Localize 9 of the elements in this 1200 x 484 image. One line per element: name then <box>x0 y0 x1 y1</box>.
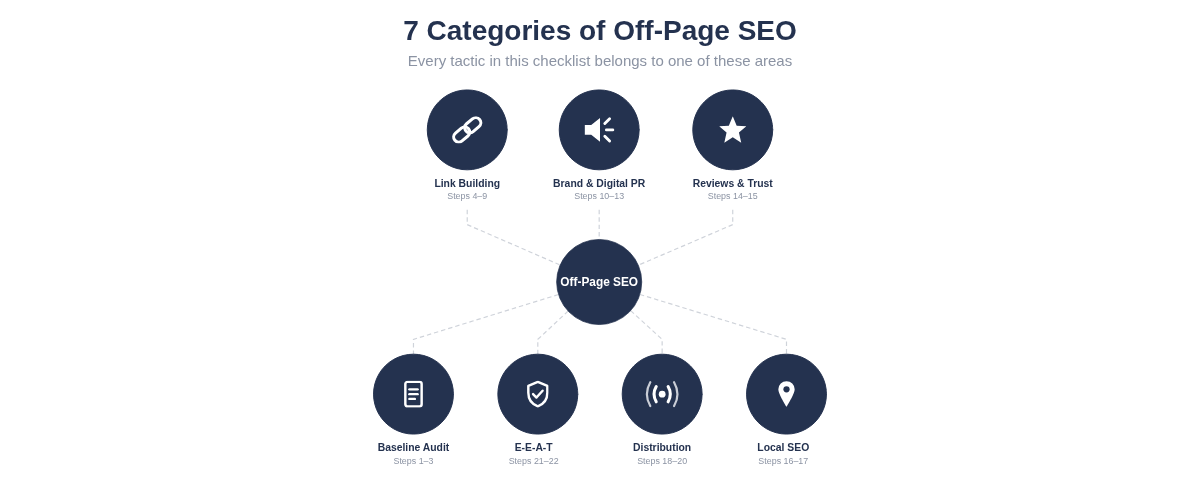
connector <box>630 310 663 355</box>
connector <box>637 209 734 266</box>
connector <box>412 293 560 355</box>
node-circle: Off-Page SEO <box>556 239 643 325</box>
connector <box>466 209 561 266</box>
connector <box>639 293 788 355</box>
subtitle: Every tactic in this checklist belongs to one of these areas <box>407 52 793 70</box>
title: 7 Categories of Off-Page SEO <box>403 14 797 48</box>
connector <box>537 310 569 355</box>
